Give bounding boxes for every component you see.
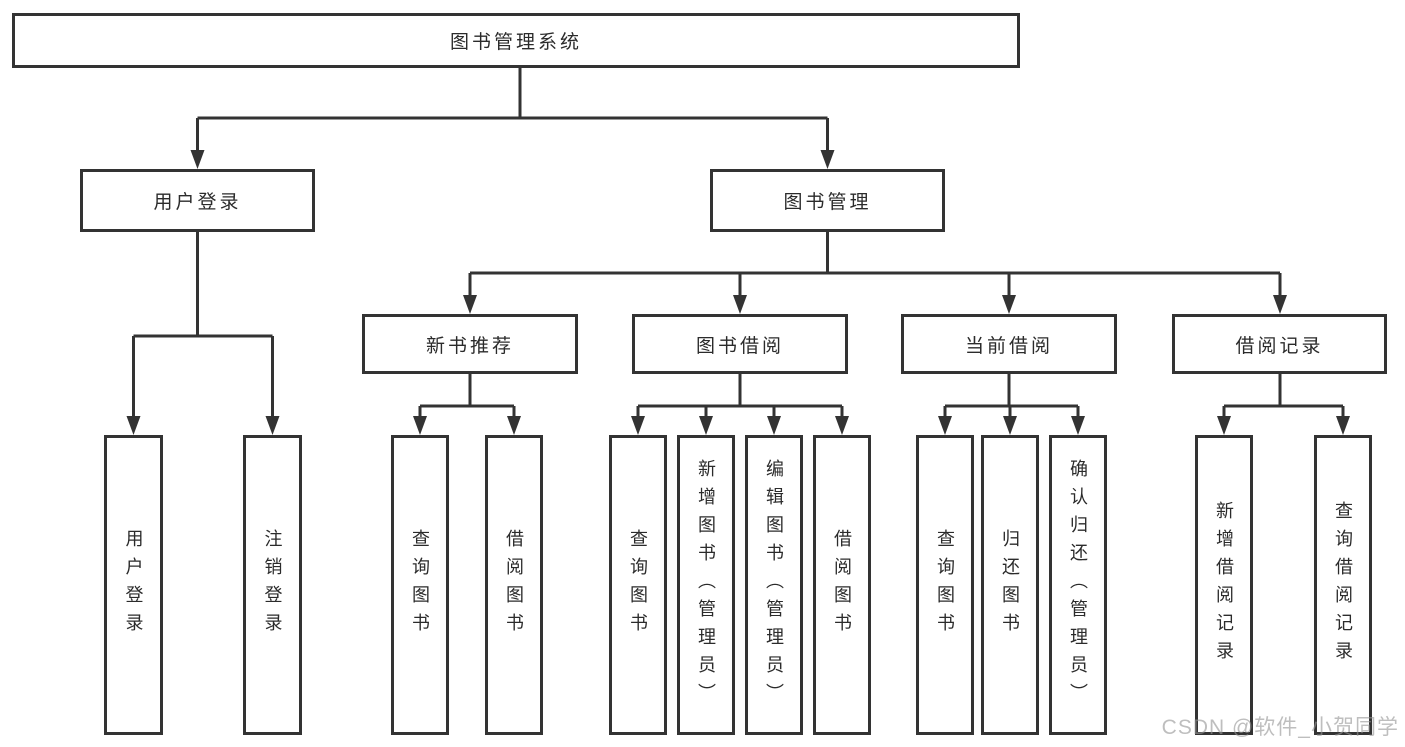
connector-borrow-to-leaves xyxy=(636,374,844,421)
leaf-newbook-borrow-books: 借阅图书 xyxy=(485,435,543,735)
leaf-newbook-query-books: 查询图书 xyxy=(391,435,449,735)
leaf-borrow-borrow-books: 借阅图书 xyxy=(813,435,871,735)
leaf-current-confirm-return-admin: 确认归还（管理员） xyxy=(1049,435,1107,735)
node-book-management: 图书管理 xyxy=(710,169,945,232)
leaf-records-query-record: 查询借阅记录 xyxy=(1314,435,1372,735)
leaf-borrow-query-books: 查询图书 xyxy=(609,435,667,735)
leaf-user-login: 用户登录 xyxy=(104,435,163,735)
connector-root-to-level2 xyxy=(196,68,829,155)
node-book-borrow: 图书借阅 xyxy=(632,314,848,374)
leaf-borrow-add-books-admin: 新增图书（管理员） xyxy=(677,435,735,735)
connector-user-to-leaves xyxy=(132,232,274,421)
node-library-system: 图书管理系统 xyxy=(12,13,1020,68)
node-borrow-records: 借阅记录 xyxy=(1172,314,1387,374)
node-user-login: 用户登录 xyxy=(80,169,315,232)
connector-newbook-to-leaves xyxy=(418,374,516,421)
node-new-book-recommend: 新书推荐 xyxy=(362,314,578,374)
node-current-borrow: 当前借阅 xyxy=(901,314,1117,374)
connector-books-to-level3 xyxy=(468,232,1282,300)
leaf-current-query-books: 查询图书 xyxy=(916,435,974,735)
leaf-logout: 注销登录 xyxy=(243,435,302,735)
leaf-records-add-record: 新增借阅记录 xyxy=(1195,435,1253,735)
connector-records-to-leaves xyxy=(1222,374,1345,421)
connector-current-to-leaves xyxy=(943,374,1080,421)
leaf-current-return-books: 归还图书 xyxy=(981,435,1039,735)
leaf-borrow-edit-books-admin: 编辑图书（管理员） xyxy=(745,435,803,735)
